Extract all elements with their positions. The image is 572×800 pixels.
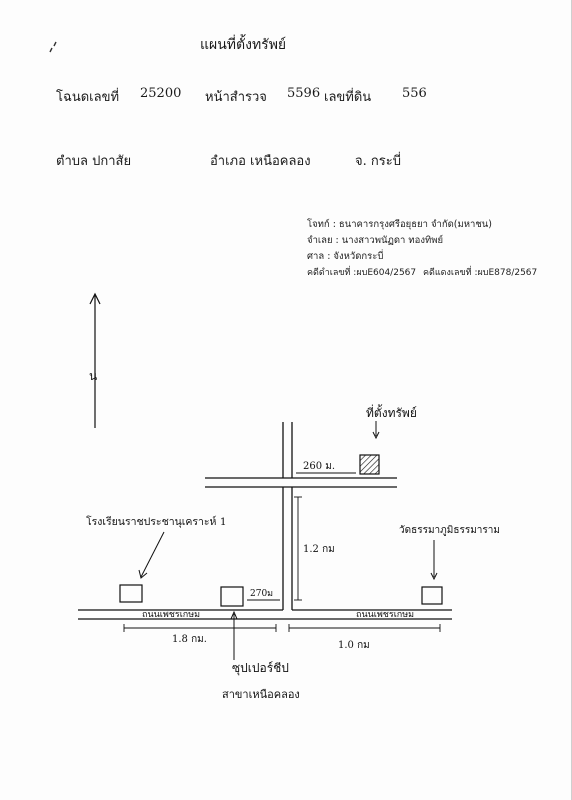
school-label: โรงเรียนราชประชานุเคราะห์ 1 (86, 515, 227, 528)
main-road-label-left: ถนนเพชรเกษม (142, 610, 200, 620)
property-distance: 260 ม. (303, 461, 335, 472)
district: อำเภอ เหนือคลอง (210, 154, 311, 169)
court-line: ศาล : จังหวัดกระบี่ (307, 251, 384, 262)
store-branch-label: สาขาเหนือคลอง (222, 688, 300, 701)
north-arrow-icon (89, 292, 101, 428)
left-distance: 1.8 กม. (172, 634, 207, 645)
school-marker (119, 584, 143, 603)
province: จ. กระบี่ (355, 154, 401, 169)
store-distance: 270ม (250, 589, 273, 599)
page-label: หน้าสำรวจ (205, 90, 267, 105)
red-case-line: คดีแดงเลขที่ :ผบE878/2567 (423, 268, 538, 278)
store-marker (220, 586, 244, 607)
pen-mark (49, 41, 57, 53)
deed-number: 25200 (140, 86, 182, 101)
temple-marker (421, 586, 443, 605)
defendant-line: จำเลย : นางสาวพนัฏดา ทองทิพย์ (307, 235, 444, 246)
store-label: ซุปเปอร์ชีป (232, 661, 289, 676)
land-label: เลขที่ดิน (324, 90, 372, 105)
right-distance: 1.0 กม (338, 640, 370, 651)
main-road-label-right: ถนนเพชรเกษม (356, 610, 414, 620)
side-road-distance: 1.2 กม (303, 544, 335, 555)
deed-label: โฉนดเลขที่ (56, 90, 120, 105)
temple-label: วัดธรรมาภูมิธรรมาราม (399, 525, 500, 536)
map-title: แผนที่ตั้งทรัพย์ (200, 37, 287, 53)
north-label: น (89, 369, 97, 383)
property-label: ที่ตั้งทรัพย์ (366, 404, 417, 420)
property-marker (359, 454, 380, 475)
black-case-line: คดีดำเลขที่ :ผบE604/2567 (307, 268, 417, 278)
land-number: 556 (402, 86, 427, 101)
subdistrict: ตำบล ปกาสัย (56, 154, 132, 169)
page-number: 5596 (287, 86, 321, 101)
plaintiff-line: โจทก์ : ธนาคารกรุงศรีอยุธยา จำกัด(มหาชน) (307, 219, 492, 230)
school-pointer (140, 531, 165, 578)
